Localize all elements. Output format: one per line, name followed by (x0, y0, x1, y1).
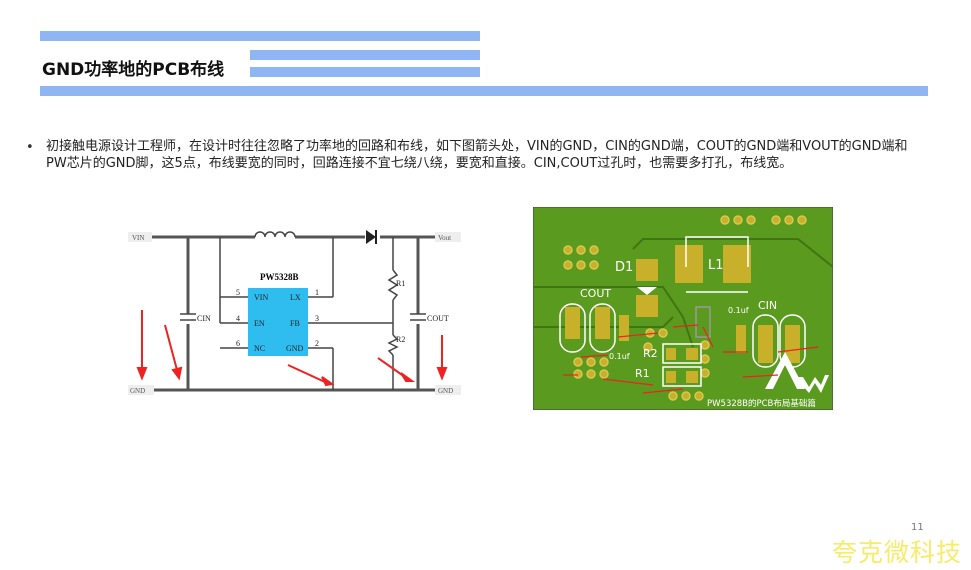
via-group (563, 215, 807, 401)
cap-label: 0.1uf (609, 352, 630, 361)
pin-label: FB (290, 319, 300, 328)
pw-logo-icon (765, 352, 829, 393)
header-bar (250, 50, 480, 60)
pcb-caption: PW5328B的PCB布局基础篇 (707, 398, 816, 409)
bullet-marker: • (26, 140, 34, 155)
r2-label: R2 (643, 347, 658, 360)
pin-number: 1 (315, 288, 319, 297)
pin-number: 3 (315, 314, 319, 323)
arrow-icon (136, 310, 448, 387)
pin-label: GND (286, 344, 304, 353)
cout-label: COUT (427, 314, 449, 323)
d1-label: D1 (615, 260, 633, 275)
diode-icon (366, 230, 376, 244)
pin-label: EN (254, 319, 265, 328)
r1-label: R1 (396, 279, 405, 288)
circuit-schematic: PW5328B VIN EN NC LX FB GND 5 4 6 1 3 2 … (128, 230, 461, 395)
slide-title: GND功率地的PCB布线 (42, 60, 225, 80)
gnd-label: GND (130, 387, 145, 395)
vout-label: Vout (438, 234, 451, 242)
pin-number: 5 (236, 288, 240, 297)
pin-label: VIN (254, 293, 268, 302)
pin-number: 2 (315, 339, 319, 348)
chip-name: PW5328B (260, 272, 299, 282)
brand-watermark: 夸克微科技 (832, 538, 963, 567)
r1-label: R1 (635, 367, 650, 380)
cin-label: CIN (197, 314, 211, 323)
cap-label: 0.1uf (728, 306, 749, 315)
header-bar (250, 67, 480, 77)
l1-label: L1 (708, 258, 724, 273)
r2-label: R2 (396, 335, 405, 344)
header-bar (40, 86, 928, 96)
cin-label: CIN (758, 299, 777, 312)
page-number: 11 (911, 522, 924, 533)
cout-label: COUT (580, 287, 611, 300)
body-text: 初接触电源设计工程师，在设计时往往忽略了功率地的回路和布线，如下图箭头处，VIN… (46, 139, 908, 171)
pin-number: 4 (236, 314, 240, 323)
pin-label: LX (290, 293, 301, 302)
chip-body (248, 288, 308, 356)
arrow-icon (563, 324, 819, 394)
pin-label: NC (254, 344, 265, 353)
pin-number: 6 (236, 339, 240, 348)
header-bar (40, 31, 480, 41)
pcb-layout-image: D1 L1 COUT CIN 0.1uf 0.1uf R2 R1 PW5328B… (533, 207, 833, 410)
vin-label: VIN (132, 234, 144, 242)
gnd-label: GND (438, 387, 453, 395)
